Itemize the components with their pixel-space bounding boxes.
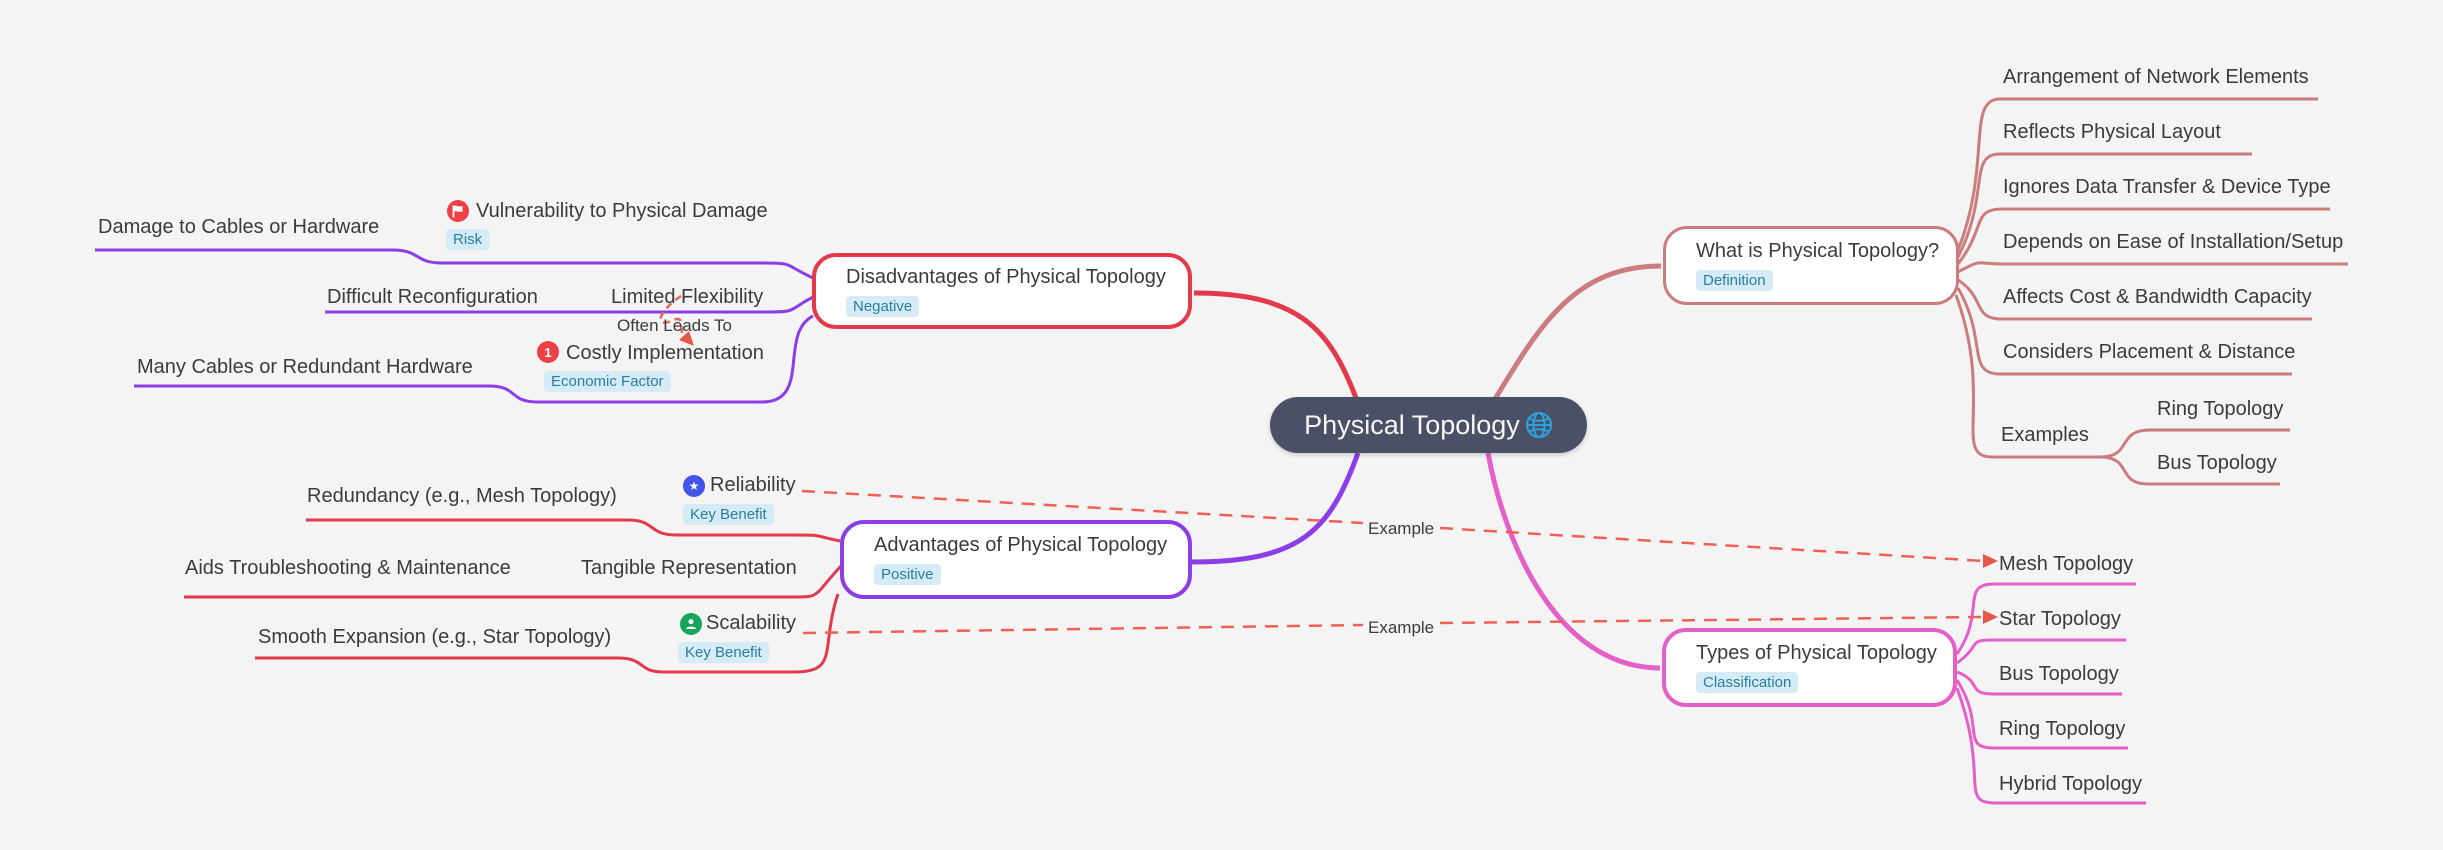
edge-label-example-bottom: Example — [1368, 618, 1435, 637]
node-title: Types of Physical Topology — [1696, 642, 1937, 664]
node-disadvantages[interactable]: Disadvantages of Physical Topology Negat… — [812, 253, 1192, 329]
node-title: What is Physical Topology? — [1696, 240, 1940, 262]
root-label: Physical Topology — [1304, 409, 1520, 440]
topic-depends-installation[interactable]: Depends on Ease of Installation/Setup — [2003, 231, 2344, 253]
positive-badge: Positive — [874, 564, 941, 585]
topic-mesh-topology[interactable]: Mesh Topology — [1999, 553, 2134, 575]
topic-arrangement[interactable]: Arrangement of Network Elements — [2003, 66, 2309, 88]
negative-badge: Negative — [846, 295, 920, 317]
topic-vulnerability[interactable]: Vulnerability to Physical Damage — [476, 200, 768, 222]
topic-costly-implementation[interactable]: Costly Implementation — [566, 342, 764, 364]
topic-examples[interactable]: Examples — [2001, 424, 2089, 446]
topic-considers-placement[interactable]: Considers Placement & Distance — [2003, 341, 2296, 363]
globe-icon — [1525, 411, 1553, 439]
topic-reflects-layout[interactable]: Reflects Physical Layout — [2003, 121, 2221, 143]
topic-limited-flexibility[interactable]: Limited Flexibility — [611, 286, 764, 308]
topic-bus-topology[interactable]: Bus Topology — [1999, 663, 2119, 685]
topic-tangible-representation[interactable]: Tangible Representation — [581, 557, 797, 579]
number-one-icon: 1 — [537, 341, 559, 363]
node-title: Advantages of Physical Topology — [874, 534, 1168, 556]
node-title: Disadvantages of Physical Topology — [846, 265, 1166, 288]
node-types[interactable]: Types of Physical Topology Classificatio… — [1662, 628, 1957, 707]
node-what-is-physical-topology[interactable]: What is Physical Topology? Definition — [1663, 226, 1959, 305]
risk-badge: Risk — [446, 229, 490, 250]
definition-badge: Definition — [1696, 270, 1773, 291]
topic-example-ring[interactable]: Ring Topology — [2157, 398, 2284, 420]
key-benefit-badge-scalability: Key Benefit — [678, 642, 769, 663]
flag-icon — [447, 200, 469, 222]
edge-label-often-leads-to: Often Leads To — [617, 316, 732, 335]
topic-scalability[interactable]: Scalability — [706, 612, 797, 634]
topic-star-topology[interactable]: Star Topology — [1999, 608, 2121, 630]
topic-ring-topology[interactable]: Ring Topology — [1999, 718, 2126, 740]
economic-factor-badge: Economic Factor — [544, 371, 671, 392]
node-advantages[interactable]: Advantages of Physical Topology Positive — [840, 520, 1192, 599]
topic-redundancy[interactable]: Redundancy (e.g., Mesh Topology) — [307, 485, 617, 507]
topic-damage-cables[interactable]: Damage to Cables or Hardware — [98, 216, 380, 238]
star-icon: ★ — [683, 475, 705, 497]
topic-reliability[interactable]: Reliability — [710, 474, 796, 496]
key-benefit-badge-reliability: Key Benefit — [683, 504, 774, 525]
topic-affects-cost[interactable]: Affects Cost & Bandwidth Capacity — [2003, 286, 2312, 308]
topic-many-cables[interactable]: Many Cables or Redundant Hardware — [137, 356, 473, 378]
topic-aids-troubleshooting[interactable]: Aids Troubleshooting & Maintenance — [185, 557, 511, 579]
root-node[interactable]: Physical Topology — [1270, 397, 1587, 453]
topic-example-bus[interactable]: Bus Topology — [2157, 452, 2277, 474]
classification-badge: Classification — [1696, 672, 1799, 693]
topic-smooth-expansion[interactable]: Smooth Expansion (e.g., Star Topology) — [258, 626, 612, 648]
topic-difficult-reconfiguration[interactable]: Difficult Reconfiguration — [327, 286, 538, 308]
topic-hybrid-topology[interactable]: Hybrid Topology — [1999, 773, 2143, 795]
person-icon — [680, 613, 702, 635]
topic-ignores-data-transfer[interactable]: Ignores Data Transfer & Device Type — [2003, 176, 2331, 198]
edge-label-example-top: Example — [1368, 519, 1435, 538]
